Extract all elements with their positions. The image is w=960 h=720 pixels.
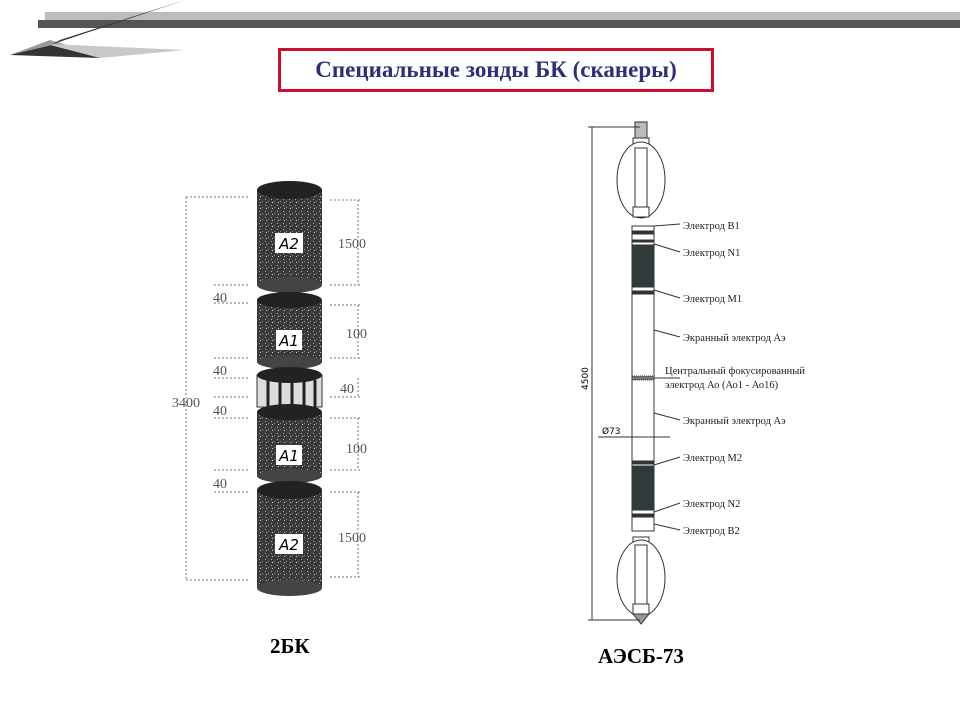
slide-title: Специальные зонды БК (сканеры) bbox=[278, 48, 714, 92]
dimension-lines bbox=[588, 126, 681, 621]
dim-diameter: Ø73 bbox=[602, 426, 621, 437]
dim-gap-2: 40 bbox=[213, 364, 227, 379]
svg-text:A1: A1 bbox=[278, 447, 299, 465]
dim-total-length: 3400 bbox=[172, 396, 200, 411]
caption-2bk: 2БК bbox=[270, 634, 310, 658]
label-screen-electrode-1: Экранный электрод Аэ bbox=[683, 333, 786, 344]
cylinder-a1-upper: A1 bbox=[257, 292, 322, 369]
svg-text:A1: A1 bbox=[278, 332, 299, 350]
svg-text:A2: A2 bbox=[278, 536, 299, 554]
arrow-logo-icon bbox=[10, 0, 185, 58]
header-bar-dark bbox=[38, 20, 960, 28]
dimension-lines bbox=[185, 196, 362, 581]
label-electrode-n2: Электрод N2 bbox=[683, 499, 740, 510]
dim-a2-bottom: 1500 bbox=[338, 531, 366, 546]
probe-2bk-diagram: A2 A1 A1 A2 bbox=[172, 181, 367, 596]
label-electrode-n1: Электрод N1 bbox=[683, 248, 740, 259]
header-bar-light bbox=[45, 12, 960, 20]
label-electrode-m1: Электрод M1 bbox=[683, 294, 742, 305]
tool-body bbox=[616, 121, 666, 625]
svg-text:A2: A2 bbox=[278, 235, 299, 253]
dim-gap-1: 40 bbox=[213, 291, 227, 306]
cylinder-a2-bottom: A2 bbox=[257, 481, 322, 596]
dim-a2-top: 1500 bbox=[338, 237, 366, 252]
dim-ring: 40 bbox=[340, 382, 354, 397]
probe-aesb73-diagram: 4500 Ø73 Электрод B1 Электрод N1 Электро… bbox=[581, 121, 805, 625]
cylinder-a1-lower: A1 bbox=[257, 404, 322, 483]
label-electrode-m2: Электрод M2 bbox=[683, 453, 742, 464]
dim-gap-4: 40 bbox=[213, 477, 227, 492]
caption-aesb73: АЭСБ-73 bbox=[598, 644, 684, 668]
dim-a1-lower: 100 bbox=[346, 442, 367, 457]
cylinder-a2-top: A2 bbox=[257, 181, 322, 293]
label-electrode-b1: Электрод B1 bbox=[683, 221, 740, 232]
label-electrode-b2: Электрод B2 bbox=[683, 526, 740, 537]
label-central-electrode-2: электрод Ао (Ао1 - Ао16) bbox=[665, 380, 779, 391]
label-screen-electrode-2: Экранный электрод Аэ bbox=[683, 416, 786, 427]
scanner-ring bbox=[256, 367, 323, 409]
label-central-electrode-1: Центральный фокусированный bbox=[665, 366, 805, 377]
dim-total-length: 4500 bbox=[581, 367, 591, 390]
dim-a1-upper: 100 bbox=[346, 327, 367, 342]
dim-gap-3: 40 bbox=[213, 404, 227, 419]
